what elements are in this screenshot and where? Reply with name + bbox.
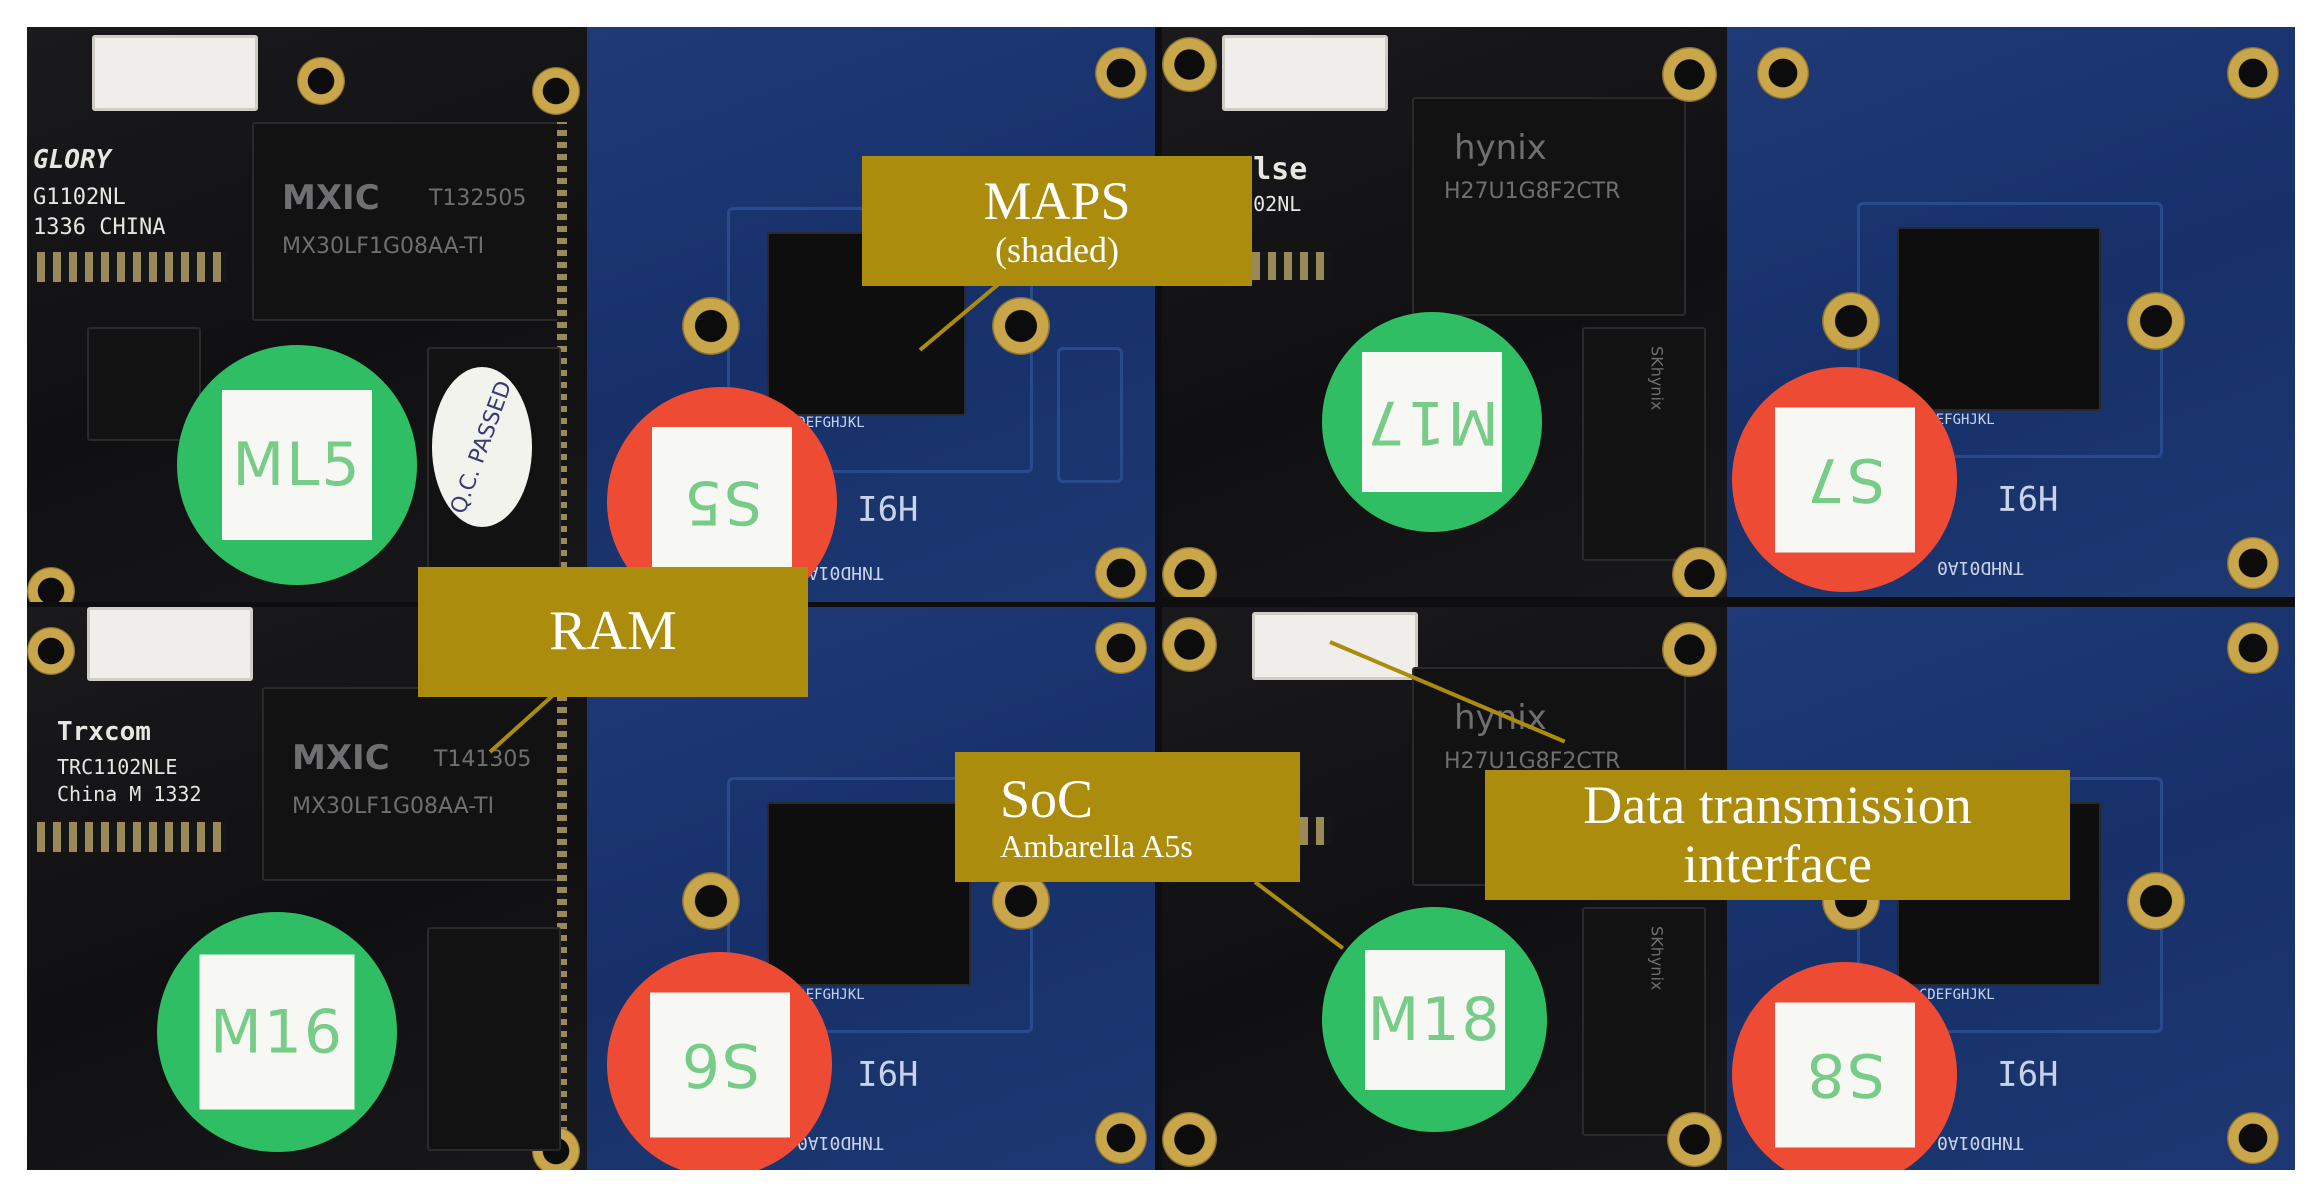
sticker-s6-label: S6 — [649, 992, 790, 1137]
sticker-s8-label: S8 — [1774, 1002, 1915, 1147]
nand-chip: hynix H27U1G8F2CTR — [1412, 97, 1686, 316]
qc-passed-stamp: Q.C. PASSED — [432, 367, 532, 527]
connector — [87, 607, 253, 681]
brand-marking: Trxcom — [57, 717, 151, 747]
ram-callout-title: RAM — [549, 600, 677, 663]
maps-callout-subtitle: (shaded) — [995, 229, 1119, 270]
chip-part: H27U1G8F2CTR — [1444, 749, 1621, 774]
sticker-m18-label: M18 — [1364, 949, 1505, 1090]
chip-brand: MXIC — [292, 738, 390, 778]
qc-stamp-text: Q.C. PASSED — [446, 377, 518, 517]
board-m16: Trxcom TRC1102NLE China M 1332 MXIC T141… — [27, 607, 587, 1170]
part-marking: TRC1102NLE — [57, 755, 178, 779]
board-code: TNHD01A0 — [797, 1132, 884, 1153]
ddr-brand: SKhynix — [1647, 346, 1667, 411]
sticker-m15-label: ML5 — [222, 390, 372, 540]
soc-callout-title: SoC — [1000, 768, 1094, 829]
chip-part: H27U1G8F2CTR — [1444, 179, 1621, 204]
maps-sensor — [767, 802, 971, 986]
sticker-m16: M16 — [157, 912, 397, 1152]
sticker-m17: M17 — [1322, 312, 1542, 532]
board-m15: GLORY G1102NL 1336 CHINA MXIC T132505 MX… — [27, 27, 587, 602]
chip-part: MX30LF1G08AA-TI — [282, 234, 485, 259]
sticker-m15: ML5 — [177, 345, 417, 585]
sticker-m16-label: M16 — [199, 954, 355, 1110]
sticker-s7: S7 — [1732, 367, 1957, 592]
brand-marking: GLORY — [33, 145, 112, 175]
ram-chip: MXIC T132505 MX30LF1G08AA-TI — [252, 122, 566, 321]
board-mark: H9I — [1997, 477, 2059, 517]
sticker-s6: S6 — [607, 952, 832, 1170]
sticker-s8: S8 — [1732, 962, 1957, 1170]
sticker-s7-label: S7 — [1774, 407, 1915, 552]
board-m17: hynix H27U1G8F2CTR Pulse G1102NL SKhynix… — [1162, 27, 1727, 597]
interface-callout-line2: interface — [1683, 834, 1872, 894]
line-marking: China M 1332 — [57, 782, 202, 806]
maps-callout: MAPS (shaded) — [862, 156, 1252, 286]
sticker-m17-label: M17 — [1362, 352, 1502, 492]
pcb-photo: GLORY G1102NL 1336 CHINA MXIC T132505 MX… — [27, 27, 2295, 1170]
sticker-s5-label: S5 — [652, 427, 792, 577]
board-mark: H9I — [857, 487, 919, 527]
board-code: TNHD01A0 — [1937, 557, 2024, 578]
board-s6: ABCDEFGHJKL H9I TNHD01A0 S6 — [587, 607, 1155, 1170]
board-mark: H9I — [1997, 1052, 2059, 1092]
connector — [92, 35, 258, 111]
ddr-brand: SKhynix — [1647, 926, 1667, 991]
interface-callout-line1: Data transmission — [1583, 774, 1972, 835]
board-mark: H9I — [857, 1052, 919, 1092]
interface-callout: Data transmission interface — [1485, 770, 2070, 900]
chip-brand: hynix — [1454, 128, 1547, 168]
soc-callout: SoC Ambarella A5s — [955, 752, 1300, 882]
maps-callout-title: MAPS — [983, 170, 1131, 231]
connector — [1222, 35, 1388, 111]
board-m18: hynix H27U1G8F2CTR Pulse SKhynix M18 — [1162, 607, 1727, 1170]
board-code: TNHD01A0 — [1937, 1132, 2024, 1153]
part-marking: G1102NL — [33, 185, 126, 210]
soc-callout-subtitle: Ambarella A5s — [1000, 828, 1193, 865]
chip-code: T141305 — [434, 747, 532, 772]
chip-brand: MXIC — [282, 178, 380, 218]
sticker-s5: S5 — [607, 387, 837, 602]
chip-code: T132505 — [429, 186, 527, 211]
chip-brand: hynix — [1454, 698, 1547, 738]
board-s7: ABCDEFGHJKL H9I TNHD01A0 S7 — [1727, 27, 2295, 597]
maps-sensor — [1897, 227, 2101, 411]
line-marking: 1336 CHINA — [33, 215, 166, 240]
chip-part: MX30LF1G08AA-TI — [292, 794, 495, 819]
sticker-m18: M18 — [1322, 907, 1547, 1132]
ram-chip: MXIC T141305 MX30LF1G08AA-TI — [262, 687, 566, 881]
ram-callout: RAM — [418, 567, 808, 697]
board-s5: ABCDEFGHJKL H9I TNHD01A0 S5 — [587, 27, 1155, 602]
